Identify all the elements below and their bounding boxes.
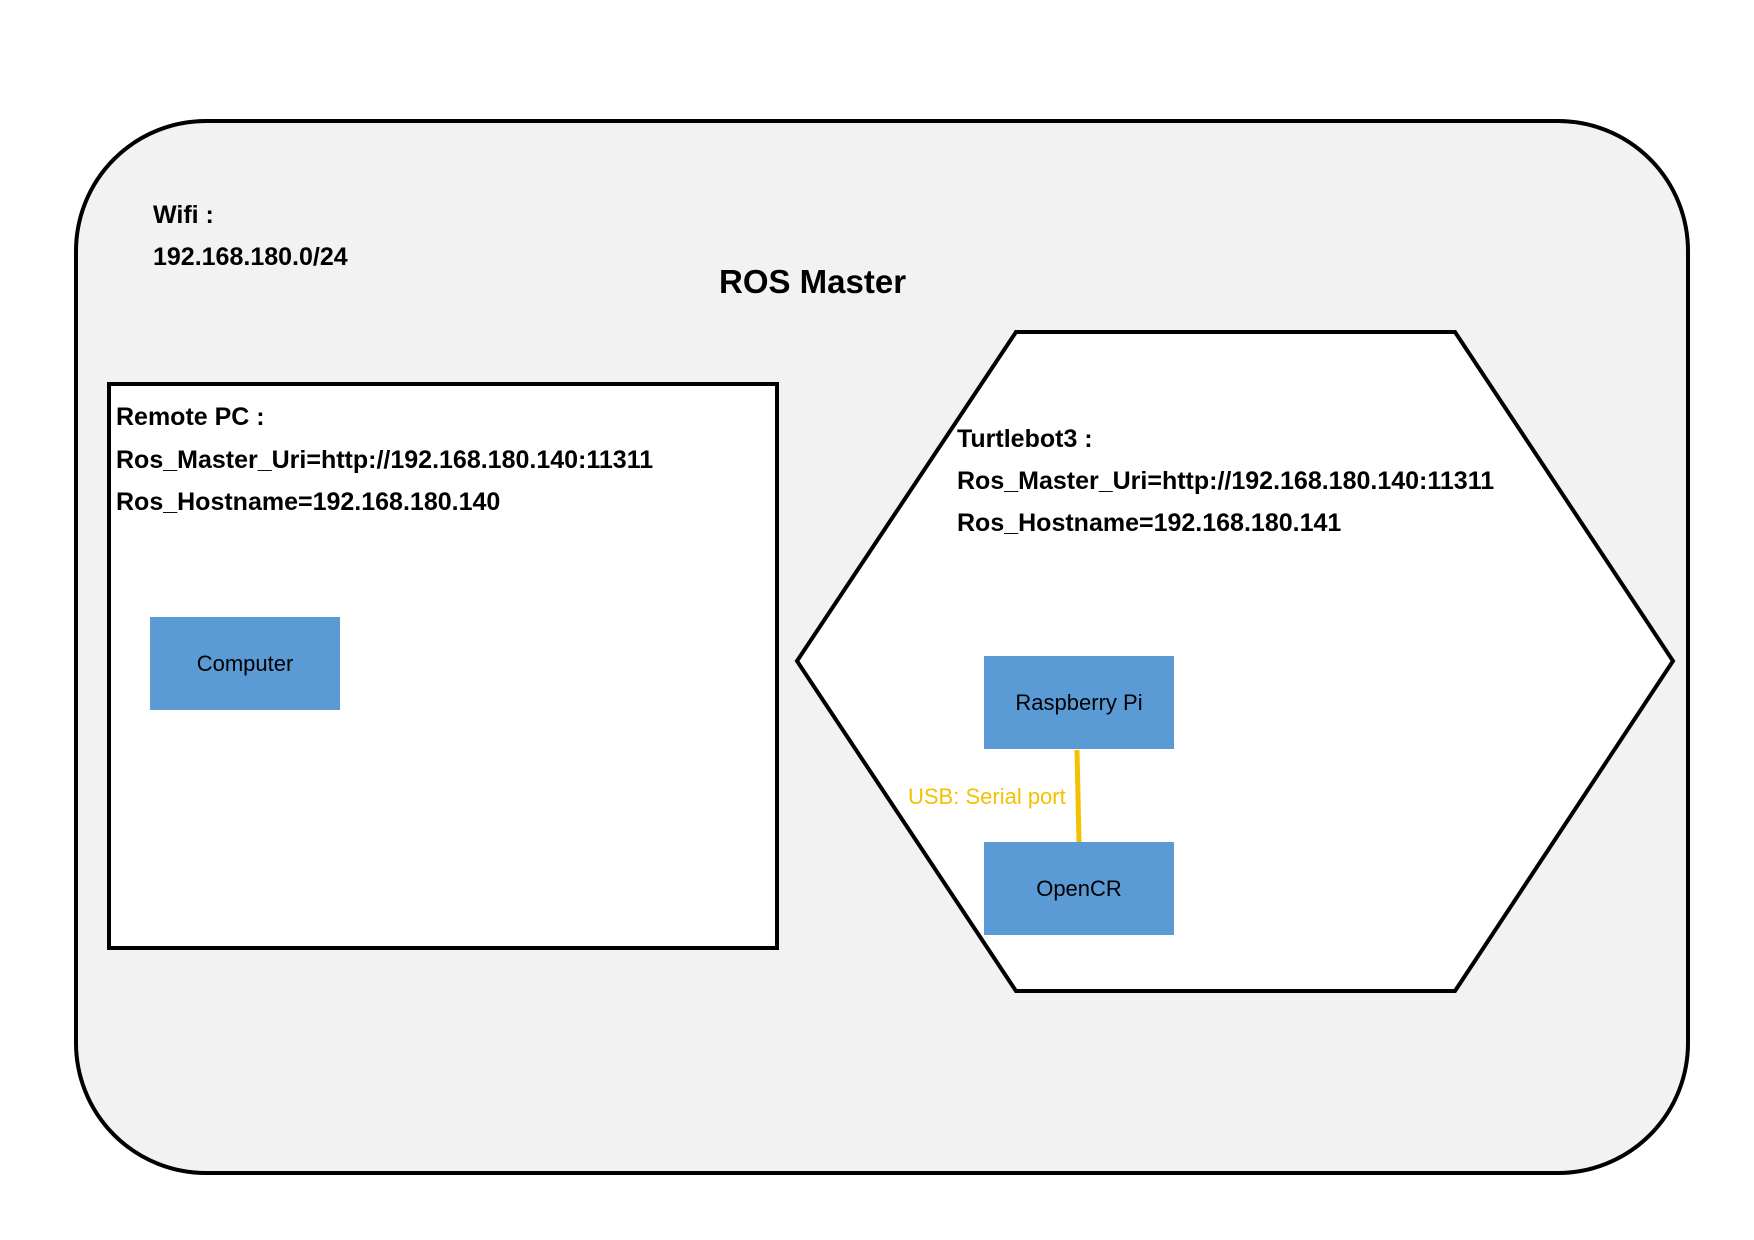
opencr-node: OpenCR bbox=[984, 842, 1174, 935]
usb-connection-line bbox=[1074, 749, 1082, 843]
wifi-label: Wifi : bbox=[153, 201, 214, 229]
remote-pc-hostname: Ros_Hostname=192.168.180.140 bbox=[116, 488, 501, 516]
turtlebot-hexagon bbox=[794, 330, 1676, 993]
usb-serial-label: USB: Serial port bbox=[908, 784, 1066, 809]
turtlebot-title: Turtlebot3 : bbox=[957, 425, 1093, 453]
remote-pc-master-uri: Ros_Master_Uri=http://192.168.180.140:11… bbox=[116, 446, 654, 474]
ros-master-title: ROS Master bbox=[719, 263, 907, 300]
turtlebot-master-uri: Ros_Master_Uri=http://192.168.180.140:11… bbox=[957, 467, 1495, 495]
computer-node: Computer bbox=[150, 617, 340, 710]
turtlebot-hostname: Ros_Hostname=192.168.180.141 bbox=[957, 509, 1342, 537]
raspberry-pi-node: Raspberry Pi bbox=[984, 656, 1174, 749]
remote-pc-title: Remote PC : bbox=[116, 403, 265, 431]
wifi-subnet: 192.168.180.0/24 bbox=[153, 243, 348, 271]
